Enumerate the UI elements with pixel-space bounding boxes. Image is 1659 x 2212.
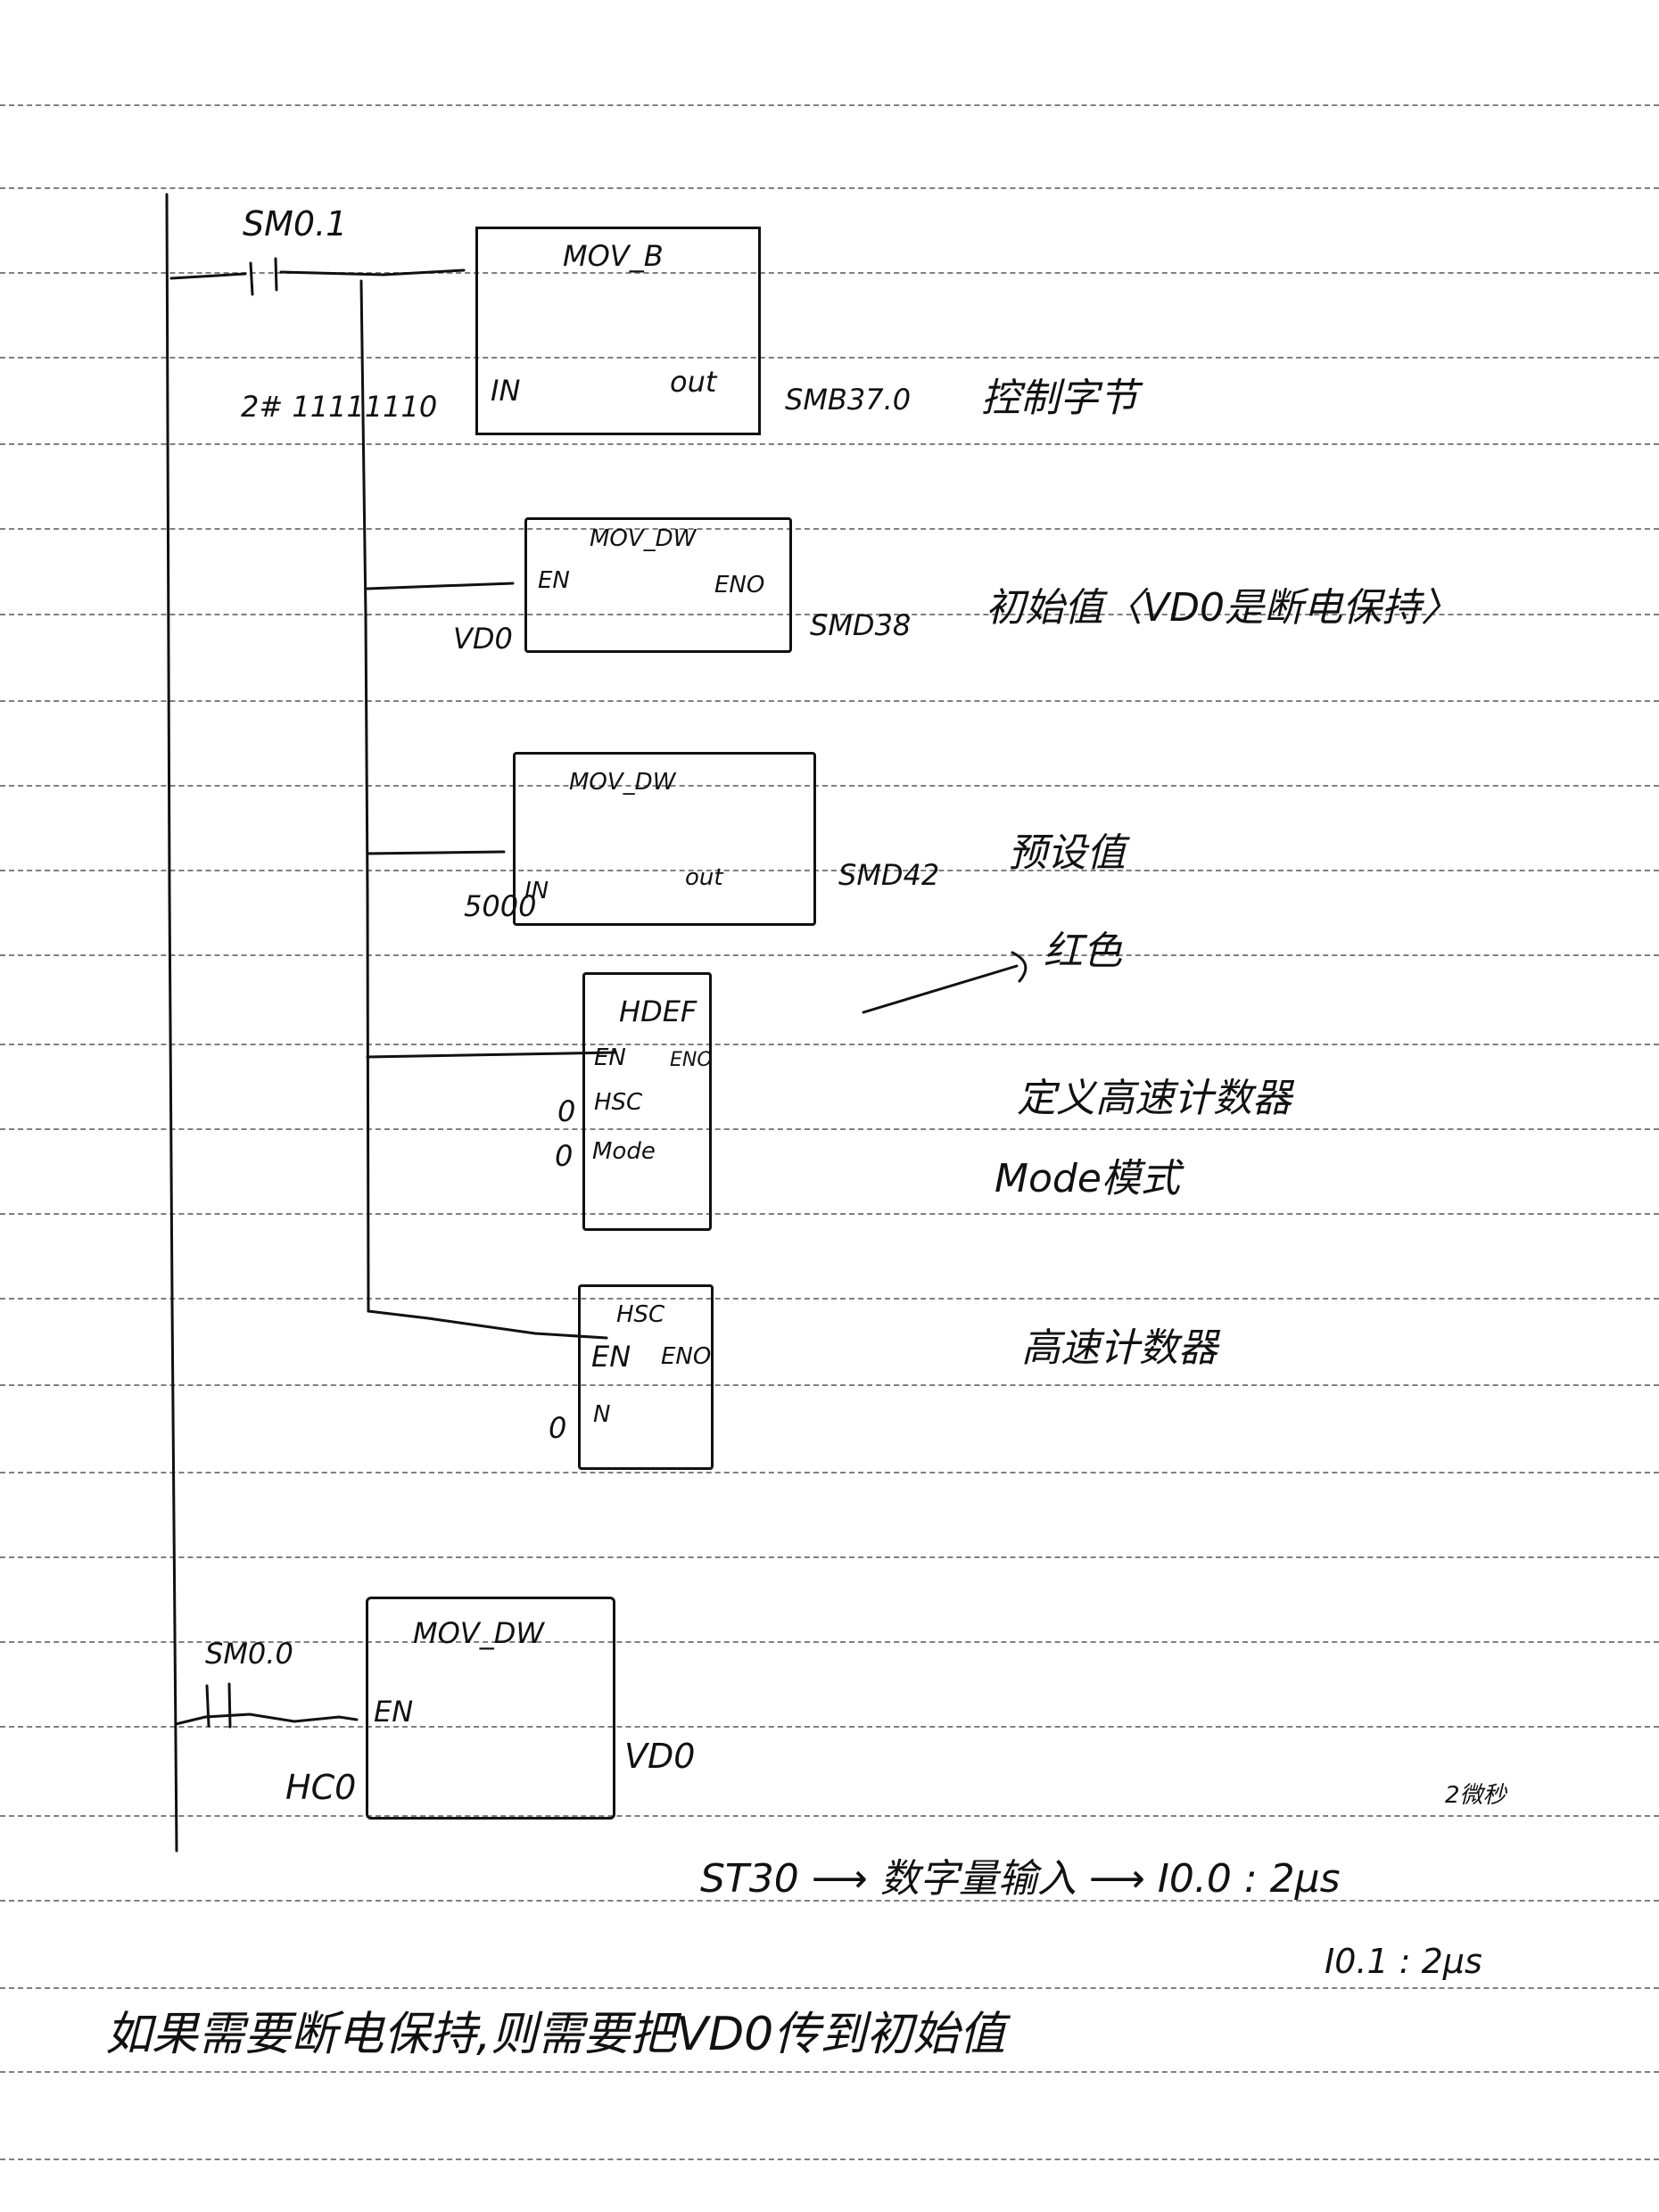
mov-b-title: MOV_B bbox=[563, 239, 664, 273]
ruled-line bbox=[0, 1726, 1659, 1728]
ruled-line bbox=[0, 528, 1659, 530]
contact-sm0-1-label: SM0.1 bbox=[243, 204, 348, 243]
ruled-line bbox=[0, 1044, 1659, 1045]
hdef-note-line1: 定义高速计数器 bbox=[1017, 1076, 1292, 1121]
hsc-title: HSC bbox=[616, 1301, 665, 1328]
ruled-line bbox=[0, 357, 1659, 359]
ruled-line bbox=[0, 700, 1659, 702]
mov-dw-rung2-block: MOV_DW EN bbox=[366, 1597, 615, 1820]
mov-b-block: MOV_B IN out bbox=[475, 227, 761, 435]
ruled-line bbox=[0, 2158, 1659, 2160]
hsc-n-pin: N bbox=[593, 1401, 611, 1428]
hdef-hsc-value: 0 bbox=[557, 1094, 576, 1128]
mov-b-note: 控制字节 bbox=[981, 376, 1138, 421]
left-power-rail bbox=[165, 193, 178, 1853]
ruled-line bbox=[0, 1815, 1659, 1817]
st30-line: ST30 ⟶ 数字量输入 ⟶ I0.0 : 2μs bbox=[700, 1856, 1341, 1902]
mov-dw-preset-note: 预设值 bbox=[1008, 830, 1126, 876]
mov-dw-init-block: MOV_DW EN ENO bbox=[524, 517, 792, 653]
mov-b-in-value: 2# 11111110 bbox=[241, 390, 438, 424]
ruled-line bbox=[0, 1472, 1659, 1473]
mov-dw-rung2-in-value: HC0 bbox=[285, 1768, 357, 1807]
ruled-line bbox=[0, 1213, 1659, 1215]
ruled-line bbox=[0, 1128, 1659, 1130]
ruled-line bbox=[0, 1641, 1659, 1643]
ruled-line bbox=[0, 785, 1659, 787]
ruled-line bbox=[0, 187, 1659, 189]
hsc-note: 高速计数器 bbox=[1021, 1325, 1217, 1371]
ruled-line bbox=[0, 104, 1659, 106]
mov-dw-preset-out-target: SMD42 bbox=[838, 858, 940, 892]
hsc-block: HSC EN ENO N bbox=[578, 1284, 714, 1470]
hdef-block: HDEF EN ENO HSC Mode bbox=[582, 972, 713, 1231]
mov-dw-preset-block: MOV_DW IN out bbox=[513, 752, 816, 926]
ruled-line bbox=[0, 1987, 1659, 1989]
ruled-line bbox=[0, 1900, 1659, 1902]
ruled-line bbox=[0, 2071, 1659, 2073]
mov-b-out-pin: out bbox=[670, 365, 717, 399]
hsc-en-pin: EN bbox=[591, 1340, 631, 1374]
hdef-arrow-note: 红色 bbox=[1044, 929, 1122, 974]
mov-dw-init-en-pin: EN bbox=[538, 567, 570, 594]
hdef-mode-value: 0 bbox=[555, 1139, 574, 1173]
ruled-line bbox=[0, 870, 1659, 871]
hdef-note-line2: Mode模式 bbox=[995, 1156, 1180, 1201]
mov-dw-rung2-title: MOV_DW bbox=[413, 1616, 544, 1650]
mov-dw-preset-in-value: 5000 bbox=[464, 889, 537, 923]
ruled-line bbox=[0, 1298, 1659, 1300]
contact-sm0-0-label: SM0.0 bbox=[205, 1637, 293, 1671]
mov-b-out-target: SMB37.0 bbox=[785, 383, 912, 417]
hdef-title: HDEF bbox=[619, 995, 697, 1028]
ruled-line bbox=[0, 272, 1659, 274]
mov-dw-init-title: MOV_DW bbox=[590, 525, 697, 552]
ruled-line bbox=[0, 954, 1659, 956]
hdef-mode-pin: Mode bbox=[592, 1138, 656, 1165]
mov-dw-init-note: 初始值〈VD0是断电保持〉 bbox=[986, 585, 1460, 631]
hsc-n-value: 0 bbox=[549, 1411, 567, 1445]
ruled-line bbox=[0, 443, 1659, 445]
i01-line: I0.1 : 2μs bbox=[1325, 1942, 1482, 1981]
ruled-line bbox=[0, 1556, 1659, 1558]
hdef-en-pin: EN bbox=[594, 1044, 626, 1071]
ruled-line bbox=[0, 1384, 1659, 1386]
mov-dw-preset-out-pin: out bbox=[685, 864, 723, 891]
hdef-hsc-pin: HSC bbox=[594, 1089, 643, 1116]
ruled-line bbox=[0, 614, 1659, 615]
mov-dw-preset-in-pin: IN bbox=[524, 878, 549, 904]
bottom-sentence: 如果需要断电保持,则需要把VD0传到初始值 bbox=[105, 2008, 1006, 2061]
mov-dw-init-out-target: SMD38 bbox=[810, 608, 912, 642]
mov-dw-rung2-en-pin: EN bbox=[374, 1695, 414, 1729]
mov-dw-rung2-out-target: VD0 bbox=[624, 1737, 696, 1776]
mov-dw-init-in-value: VD0 bbox=[453, 622, 513, 656]
hsc-eno-pin: ENO bbox=[661, 1343, 712, 1370]
hdef-eno-pin: ENO bbox=[670, 1049, 713, 1071]
mov-dw-init-eno-pin: ENO bbox=[714, 572, 765, 598]
mov-dw-preset-title: MOV_DW bbox=[569, 769, 676, 796]
mov-b-in-pin: IN bbox=[491, 374, 521, 408]
small-note: 2微秒 bbox=[1445, 1782, 1506, 1809]
